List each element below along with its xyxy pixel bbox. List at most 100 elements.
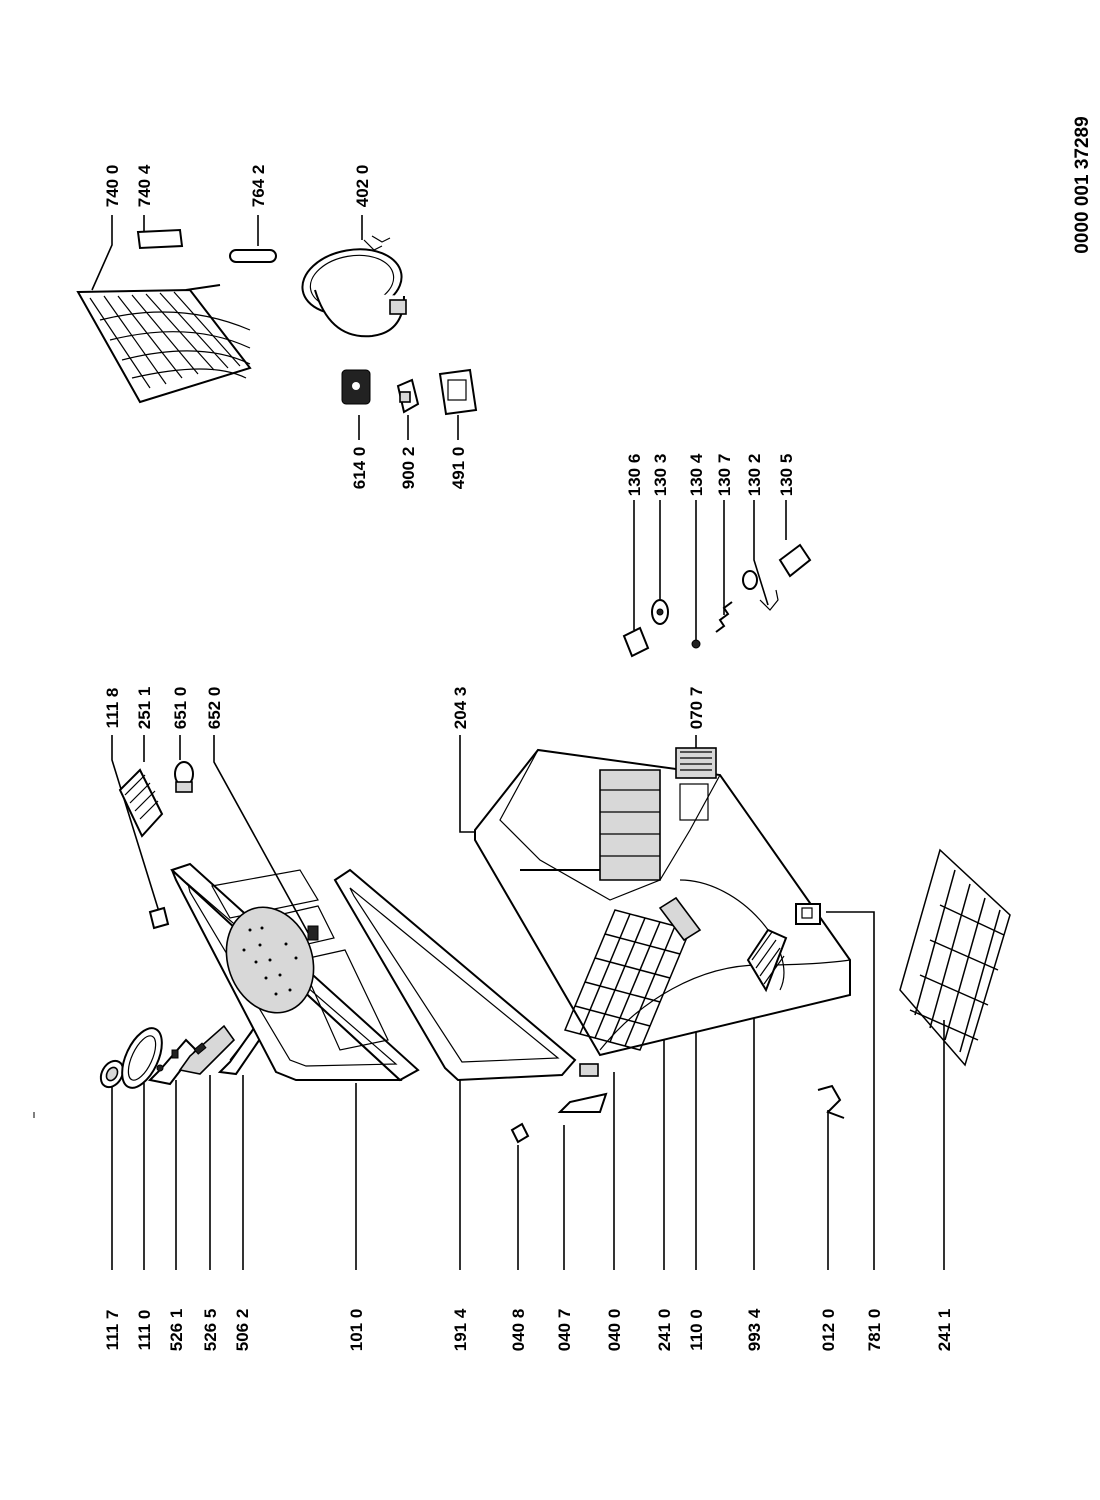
part-label: 012 0 — [819, 1309, 838, 1352]
condenser-coil-part — [76, 284, 252, 404]
coil-clip-part — [136, 228, 184, 250]
knob-part — [99, 1059, 125, 1089]
foot-bracket-part — [817, 1084, 845, 1119]
part-label: 130 3 — [651, 454, 670, 497]
vent-grille-part — [675, 747, 717, 779]
compressor-part — [301, 235, 407, 338]
label-526-1: 526 1 — [167, 1080, 186, 1351]
label-491-0: 491 0 — [449, 415, 468, 489]
relay-part — [341, 369, 371, 405]
part-label: 526 1 — [167, 1309, 186, 1352]
part-label: 740 4 — [135, 164, 154, 207]
part-label: 402 0 — [353, 165, 372, 208]
part-label: 040 0 — [605, 1309, 624, 1352]
label-111-0: 111 0 — [135, 1083, 154, 1350]
small-plate-part — [148, 906, 170, 930]
large-basket-part — [899, 848, 1011, 1067]
part-label: 526 5 — [201, 1309, 220, 1352]
label-130-6: 130 6 — [625, 454, 644, 630]
control-panel-part — [147, 1038, 198, 1086]
part-label: 652 0 — [205, 687, 224, 730]
part-label: 241 0 — [655, 1309, 674, 1352]
part-label: 204 3 — [451, 687, 470, 730]
label-614-0: 614 0 — [350, 415, 369, 489]
cabinet-part — [474, 748, 851, 1057]
gasket-part — [333, 868, 577, 1082]
label-040-7: 040 7 — [555, 1125, 574, 1351]
label-012-0: 012 0 — [819, 1110, 838, 1351]
part-label: 070 7 — [687, 687, 706, 730]
part-label: 614 0 — [350, 447, 369, 490]
part-label: 651 0 — [171, 687, 190, 730]
part-label: 110 0 — [687, 1309, 706, 1351]
label-070-7: 070 7 — [687, 687, 706, 748]
part-130-7 — [715, 601, 733, 633]
label-111-7: 111 7 — [103, 1087, 122, 1350]
dotted-pattern — [242, 926, 298, 996]
oval-cover-part — [121, 1027, 163, 1089]
label-740-0: 740 0 — [91, 165, 122, 291]
part-label: 101 0 — [347, 1309, 366, 1352]
inner-basket-part — [563, 909, 692, 1051]
label-111-8: 111 8 — [103, 688, 161, 916]
lamp-bulb-part — [174, 761, 194, 793]
part-label: 111 8 — [103, 688, 122, 729]
label-130-2: 130 2 — [745, 454, 769, 606]
handle-part — [118, 768, 164, 838]
latch-part — [795, 903, 821, 925]
part-label: 130 2 — [745, 454, 764, 497]
overload-part — [396, 378, 420, 414]
label-506-2: 506 2 — [233, 1075, 252, 1351]
label-130-7: 130 7 — [715, 454, 734, 615]
label-130-3: 130 3 — [651, 454, 670, 608]
part-label: 993 4 — [745, 1308, 764, 1351]
label-402-0: 402 0 — [353, 165, 372, 240]
part-130-6 — [622, 626, 650, 658]
part-label: 130 5 — [777, 454, 796, 497]
part-label: 130 6 — [625, 454, 644, 497]
part-label: 040 8 — [509, 1309, 528, 1352]
part-label: 781 0 — [865, 1309, 884, 1352]
label-526-5: 526 5 — [201, 1075, 220, 1351]
label-764-2: 764 2 — [249, 165, 268, 246]
part-label: 740 0 — [103, 165, 122, 208]
label-652-0: 652 0 — [205, 687, 313, 941]
hinge-part — [579, 1063, 599, 1077]
part-130-3 — [651, 599, 669, 625]
label-241-1: 241 1 — [935, 1020, 954, 1351]
lid-part — [170, 862, 420, 1082]
rack-grid-part — [746, 928, 788, 993]
part-label: 040 7 — [555, 1309, 574, 1352]
label-040-0: 040 0 — [605, 1072, 624, 1351]
label-740-4: 740 4 — [135, 164, 154, 232]
label-900-2: 900 2 — [399, 415, 418, 489]
bracket-491-part — [438, 368, 478, 416]
part-label: 191 4 — [451, 1308, 470, 1351]
part-130-5 — [778, 543, 812, 578]
label-130-4: 130 4 — [687, 453, 706, 640]
label-101-0: 101 0 — [347, 1083, 366, 1351]
label-040-8: 040 8 — [509, 1145, 528, 1351]
clip-part — [510, 1122, 530, 1144]
part-label: 900 2 — [399, 447, 418, 490]
label-191-4: 191 4 — [451, 1075, 470, 1351]
label-251-1: 251 1 — [135, 687, 154, 762]
part-label: 111 0 — [135, 1310, 154, 1351]
label-130-5: 130 5 — [777, 454, 796, 540]
part-label: 251 1 — [135, 687, 154, 730]
part-label: 491 0 — [449, 447, 468, 490]
part-label: 764 2 — [249, 165, 268, 208]
part-130-2 — [742, 570, 779, 611]
filter-drier-part — [229, 249, 277, 263]
label-651-0: 651 0 — [171, 687, 190, 760]
part-label: 111 7 — [103, 1310, 122, 1351]
part-label: 130 7 — [715, 454, 734, 497]
hinge-cover-part — [557, 1092, 608, 1113]
thermostat-housing-part — [178, 1024, 236, 1075]
part-label: 241 1 — [935, 1309, 954, 1352]
bracket-part — [658, 896, 702, 942]
label-781-0: 781 0 — [826, 911, 884, 1352]
part-130-4 — [691, 639, 701, 649]
part-label: 506 2 — [233, 1309, 252, 1352]
